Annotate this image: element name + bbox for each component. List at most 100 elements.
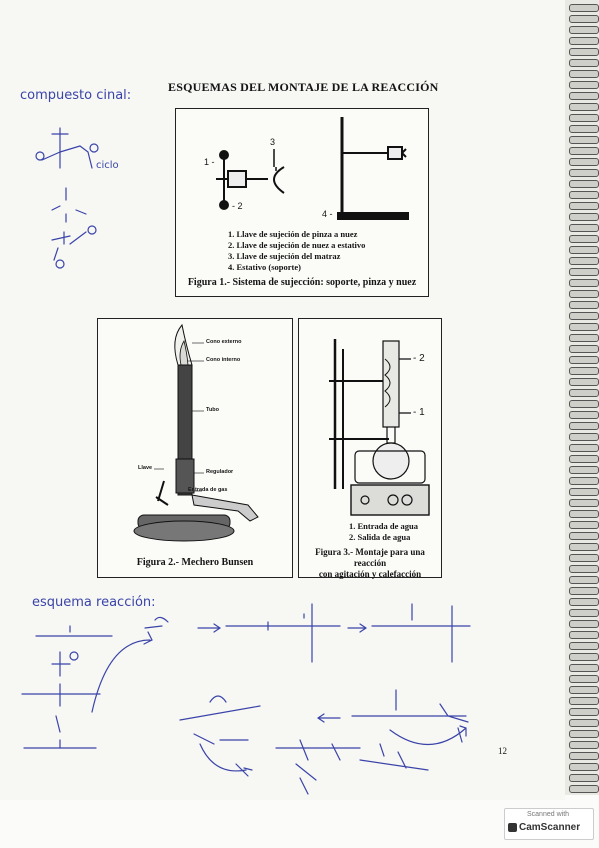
- spiral-coil: [569, 301, 599, 309]
- figure-1-legend: 1. Llave de sujeción de pinza a nuez 2. …: [228, 229, 365, 273]
- spiral-coil: [569, 499, 599, 507]
- spiral-coil: [569, 598, 599, 606]
- fig3-label-1: - 1: [413, 407, 425, 418]
- spiral-coil: [569, 664, 599, 672]
- spiral-coil: [569, 345, 599, 353]
- spiral-coil: [569, 136, 599, 144]
- figure-3-legend: 1. Entrada de agua 2. Salida de agua: [349, 521, 418, 543]
- spiral-coil: [569, 81, 599, 89]
- legend-item: 2. Salida de agua: [349, 532, 411, 542]
- spiral-coil: [569, 466, 599, 474]
- spiral-coil: [569, 620, 599, 628]
- spiral-coil: [569, 686, 599, 694]
- spiral-coil: [569, 323, 599, 331]
- spiral-coil: [569, 532, 599, 540]
- spiral-coil: [569, 763, 599, 771]
- spiral-coil: [569, 653, 599, 661]
- fig1-label-4: 4 -: [322, 209, 333, 219]
- caption-line: Figura 3.- Montaje para una reacción: [315, 547, 425, 568]
- spiral-coil: [569, 554, 599, 562]
- spiral-coil: [569, 367, 599, 375]
- spiral-coil: [569, 708, 599, 716]
- spiral-coil: [569, 279, 599, 287]
- spiral-coil: [569, 752, 599, 760]
- spiral-coil: [569, 147, 599, 155]
- spiral-coil: [569, 565, 599, 573]
- spiral-coil: [569, 609, 599, 617]
- spiral-coil: [569, 70, 599, 78]
- spiral-coil: [569, 697, 599, 705]
- spiral-coil: [569, 477, 599, 485]
- spiral-coil: [569, 378, 599, 386]
- watermark-line2: CamScanner: [519, 822, 581, 833]
- figure-3-diagram: [329, 339, 430, 516]
- figure-2-diagram: [133, 323, 259, 542]
- spiral-coil: [569, 433, 599, 441]
- label-tubo: Tubo: [206, 407, 220, 413]
- spiral-coil: [569, 510, 599, 518]
- spiral-coil: [569, 719, 599, 727]
- spiral-coil: [569, 444, 599, 452]
- spiral-coil: [569, 103, 599, 111]
- spiral-coil: [569, 356, 599, 364]
- camscanner-watermark: Scanned with CamScanner: [504, 808, 594, 840]
- spiral-coil: [569, 202, 599, 210]
- spiral-coil: [569, 631, 599, 639]
- label-entrada-gas: Entrada de gas: [188, 487, 228, 493]
- legend-item: 1. Llave de sujeción de pinza a nuez: [228, 229, 358, 239]
- legend-item: 3. Llave de sujeción del matraz: [228, 251, 341, 261]
- legend-item: 1. Entrada de agua: [349, 521, 418, 531]
- spiral-coil: [569, 59, 599, 67]
- spiral-coil: [569, 213, 599, 221]
- figure-3-caption: Figura 3.- Montaje para una reacción con…: [301, 547, 439, 580]
- spiral-coil: [569, 15, 599, 23]
- label-llave: Llave: [138, 465, 153, 471]
- spiral-coil: [569, 521, 599, 529]
- spiral-coil: [569, 158, 599, 166]
- spiral-coil: [569, 191, 599, 199]
- spiral-coil: [569, 488, 599, 496]
- spiral-coil: [569, 389, 599, 397]
- camscanner-logo-icon: [508, 823, 517, 832]
- spiral-coil: [569, 422, 599, 430]
- watermark-line1: Scanned with: [527, 811, 570, 818]
- legend-item: 4. Estativo (soporte): [228, 262, 301, 272]
- spiral-coil: [569, 730, 599, 738]
- spiral-coil: [569, 785, 599, 793]
- spiral-coil: [569, 4, 599, 12]
- figure-1-diagram: [216, 117, 409, 220]
- fig1-label-3: 3: [270, 137, 276, 147]
- legend-item: 2. Llave de sujeción de nuez a estativo: [228, 240, 366, 250]
- spiral-coil: [569, 114, 599, 122]
- page-number: 12: [498, 746, 507, 756]
- spiral-coil: [569, 576, 599, 584]
- spiral-coil: [569, 268, 599, 276]
- handwritten-chemistry-sketches: [21, 127, 471, 795]
- figure-1-clamp-system: 1 - - 2 3 4 - 1. Llave de sujeción de pi…: [175, 108, 429, 297]
- spiral-coil: [569, 587, 599, 595]
- spiral-coil: [569, 37, 599, 45]
- spiral-coil: [569, 774, 599, 782]
- caption-line: con agitación y calefacción: [318, 569, 422, 579]
- spiral-coil: [569, 92, 599, 100]
- figure-2-caption: Figura 2.- Mechero Bunsen: [136, 557, 254, 568]
- spiral-coil: [569, 246, 599, 254]
- spiral-coil: [569, 26, 599, 34]
- fig1-label-1: 1 -: [204, 157, 215, 167]
- spiral-coil: [569, 334, 599, 342]
- fig3-label-2: - 2: [413, 353, 425, 364]
- spiral-coil: [569, 543, 599, 551]
- spiral-coil: [569, 675, 599, 683]
- spiral-coil: [569, 400, 599, 408]
- spiral-coil: [569, 180, 599, 188]
- spiral-coil: [569, 48, 599, 56]
- spiral-coil: [569, 224, 599, 232]
- handwritten-heading-compound: compuesto cinal:: [20, 88, 132, 103]
- figure-1-caption: Figura 1.- Sistema de sujección: soporte…: [187, 277, 417, 288]
- handwritten-ciclo-label: ciclo: [96, 160, 119, 171]
- spiral-coil: [569, 290, 599, 298]
- fig1-label-2: - 2: [232, 201, 243, 211]
- page-title: ESQUEMAS DEL MONTAJE DE LA REACCIÓN: [168, 80, 439, 94]
- spiral-coil: [569, 455, 599, 463]
- figure-3-reaction-setup: - 2 - 1 1. Entrada de agua 2. Salida de …: [298, 318, 442, 580]
